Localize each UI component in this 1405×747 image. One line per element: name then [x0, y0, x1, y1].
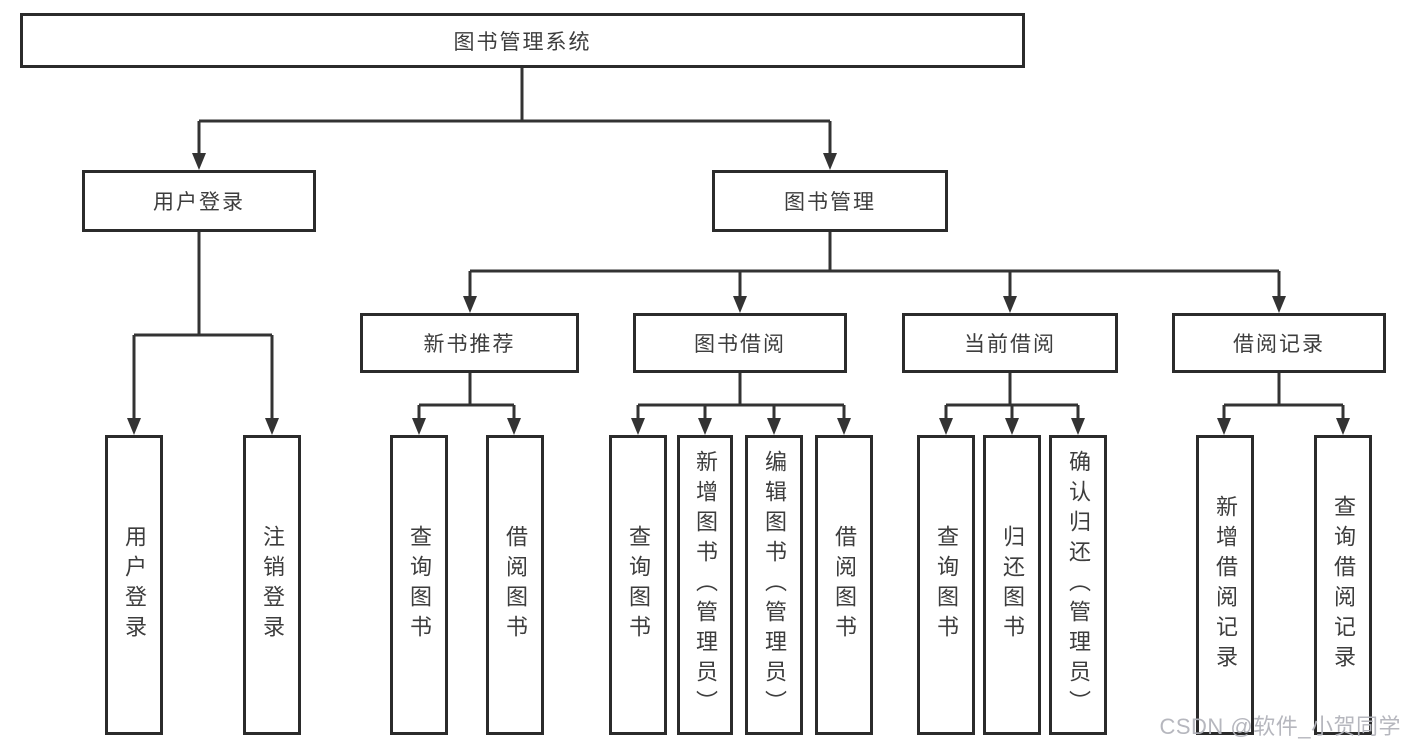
leaf-query-books-current: 查询图书	[917, 435, 975, 735]
node-root-label: 图书管理系统	[453, 30, 592, 54]
leaf-borrow-books-recommend-label: 借阅图书	[503, 525, 528, 645]
leaf-query-books-recommend-label: 查询图书	[407, 525, 432, 645]
connector-root-to-level2	[192, 68, 837, 170]
leaf-query-borrow-record: 查询借阅记录	[1314, 435, 1372, 735]
node-user-login-label: 用户登录	[153, 191, 245, 214]
connector-new-books-branch	[412, 373, 521, 435]
leaf-query-books-borrow-label: 查询图书	[626, 525, 651, 645]
node-book-management: 图书管理	[712, 170, 948, 232]
node-new-book-recommend-label: 新书推荐	[423, 333, 516, 356]
connector-current-borrow-branch	[939, 373, 1085, 435]
leaf-logout: 注销登录	[243, 435, 301, 735]
leaf-query-books-borrow: 查询图书	[609, 435, 667, 735]
node-book-borrowing-label: 图书借阅	[694, 333, 786, 356]
leaf-query-books-recommend: 查询图书	[390, 435, 448, 735]
leaf-confirm-return-admin: 确认归还（管理员）	[1049, 435, 1107, 735]
leaf-add-borrow-record: 新增借阅记录	[1196, 435, 1254, 735]
leaf-confirm-return-admin-label: 确认归还（管理员）	[1066, 450, 1091, 720]
leaf-query-books-current-label: 查询图书	[934, 525, 959, 645]
leaf-logout-label: 注销登录	[260, 525, 285, 645]
leaf-return-books: 归还图书	[983, 435, 1041, 735]
connector-book-borrow-branch	[631, 373, 851, 435]
leaf-borrow-books-label: 借阅图书	[832, 525, 857, 645]
leaf-add-books-admin-label: 新增图书（管理员）	[693, 450, 718, 720]
node-new-book-recommend: 新书推荐	[360, 313, 579, 373]
leaf-query-borrow-record-label: 查询借阅记录	[1331, 495, 1356, 675]
leaf-borrow-books-recommend: 借阅图书	[486, 435, 544, 735]
connector-user-login-branch	[127, 232, 279, 435]
leaf-edit-books-admin: 编辑图书（管理员）	[745, 435, 803, 735]
node-current-borrowing: 当前借阅	[902, 313, 1118, 373]
leaf-edit-books-admin-label: 编辑图书（管理员）	[762, 450, 787, 720]
leaf-user-login: 用户登录	[105, 435, 163, 735]
node-borrowing-records-label: 借阅记录	[1233, 333, 1325, 356]
node-current-borrowing-label: 当前借阅	[964, 333, 1056, 356]
node-root-system: 图书管理系统	[20, 13, 1025, 68]
leaf-user-login-label: 用户登录	[122, 525, 147, 645]
leaf-add-borrow-record-label: 新增借阅记录	[1213, 495, 1238, 675]
node-borrowing-records: 借阅记录	[1172, 313, 1386, 373]
csdn-watermark: CSDN @软件_小贺同学	[1159, 714, 1401, 739]
leaf-add-books-admin: 新增图书（管理员）	[677, 435, 733, 735]
node-book-borrowing: 图书借阅	[633, 313, 847, 373]
connector-borrow-records-branch	[1217, 373, 1350, 435]
leaf-return-books-label: 归还图书	[1000, 525, 1025, 645]
leaf-borrow-books: 借阅图书	[815, 435, 873, 735]
node-book-management-label: 图书管理	[784, 191, 876, 214]
node-user-login: 用户登录	[82, 170, 316, 232]
connector-book-mgmt-branch	[463, 232, 1286, 313]
